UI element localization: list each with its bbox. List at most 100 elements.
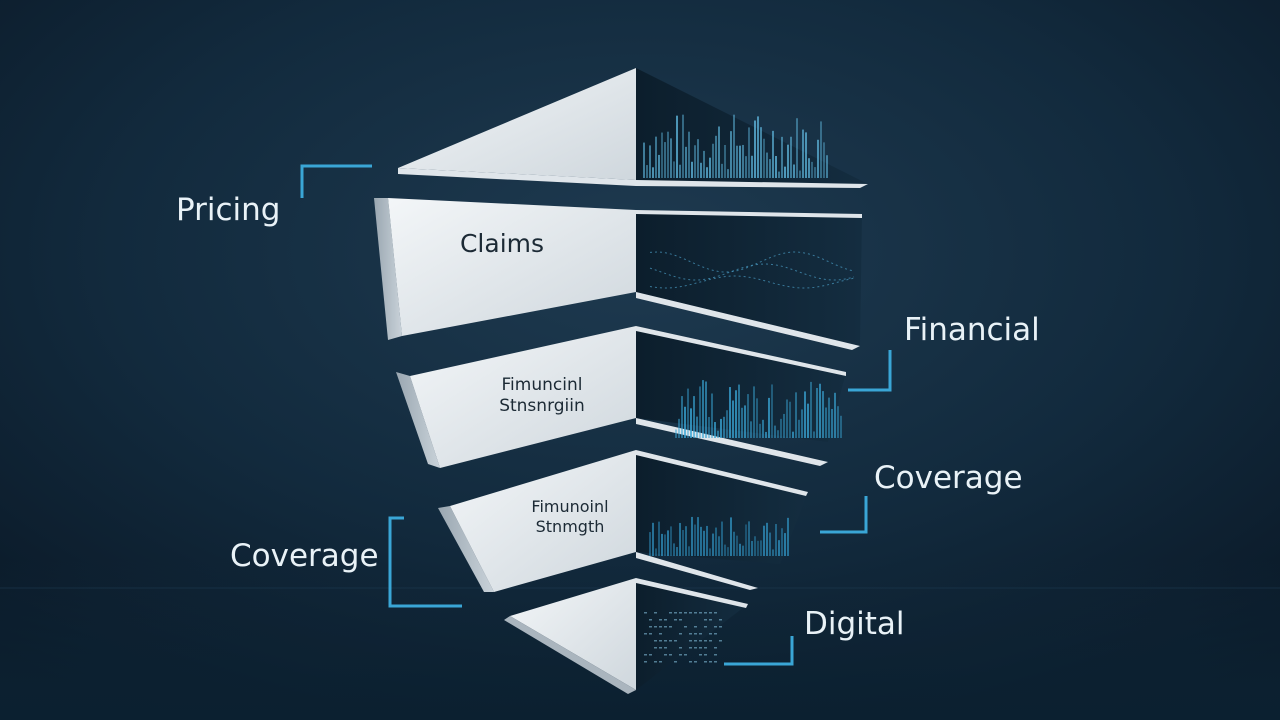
segment-claims-label: Claims: [460, 229, 544, 258]
segment-claims-wave: [649, 251, 855, 289]
texture-dot: [644, 654, 647, 656]
segment-strength-2-side: [438, 506, 494, 592]
texture-dot: [719, 626, 722, 628]
texture-dot: [654, 640, 657, 642]
texture-dot: [649, 626, 652, 628]
coverage-right-label: Coverage: [874, 460, 1023, 496]
texture-dot: [699, 640, 702, 642]
texture-dot: [714, 661, 717, 663]
texture-dot: [699, 647, 702, 649]
texture-dot: [649, 654, 652, 656]
financial-label: Financial: [904, 312, 1040, 348]
texture-dot: [694, 647, 697, 649]
texture-dot: [719, 619, 722, 621]
segment-strength-2-light-face: [450, 450, 636, 592]
texture-dot: [704, 626, 707, 628]
texture-dot: [709, 661, 712, 663]
segment-strength-2-bottom-edge: [636, 552, 758, 590]
texture-dot: [679, 612, 682, 614]
texture-dot: [679, 654, 682, 656]
texture-dot: [714, 633, 717, 635]
texture-dot: [674, 619, 677, 621]
pricing-callout-bracket: [300, 164, 372, 198]
coverage-left-label: Coverage: [230, 538, 379, 574]
segment-claims-side: [374, 198, 402, 340]
segment-strength-1-label-line-2: Stnsnrgiin: [499, 396, 585, 416]
segment-strength-2-dark-face: [636, 450, 808, 564]
texture-dot: [704, 654, 707, 656]
shield-segment-strength-1: Fimuncinl Stnsnrgiin: [396, 326, 846, 468]
coverage-left-callout-bracket: [388, 516, 462, 608]
texture-dot: [709, 640, 712, 642]
texture-dot: [714, 626, 717, 628]
texture-dot: [659, 626, 662, 628]
texture-dot: [669, 654, 672, 656]
segment-strength-2-label-line-1: Fimunoinl: [531, 497, 608, 516]
texture-dot: [704, 619, 707, 621]
texture-dot: [659, 640, 662, 642]
shield-segment-top: [398, 68, 868, 188]
texture-dot: [689, 640, 692, 642]
segment-tip-edge: [504, 616, 636, 694]
coverage-right-callout-bracket: [820, 496, 868, 534]
segment-strength-1-bottom-edge: [636, 418, 828, 466]
texture-dot: [694, 661, 697, 663]
texture-dot: [654, 661, 657, 663]
texture-dot: [699, 612, 702, 614]
shield-segment-claims: Claims: [374, 198, 862, 350]
shield-segment-strength-2: Fimunoinl Stnmgth: [438, 450, 808, 592]
texture-dot: [709, 633, 712, 635]
segment-strength-1-side: [396, 372, 440, 468]
segment-claims-light-face: [388, 198, 636, 336]
texture-dot: [644, 661, 647, 663]
shield-segment-tip: [504, 578, 748, 694]
texture-dot: [674, 640, 677, 642]
texture-dot: [664, 654, 667, 656]
digital-label: Digital: [804, 606, 905, 642]
texture-dot: [714, 654, 717, 656]
texture-dot: [664, 640, 667, 642]
texture-dot: [719, 640, 722, 642]
texture-dot: [709, 612, 712, 614]
texture-dot: [659, 661, 662, 663]
segment-strength-1-light-face: [410, 326, 636, 468]
segment-tip-top-edge: [636, 578, 748, 608]
texture-dot: [679, 619, 682, 621]
segment-top-chart: [643, 114, 828, 178]
texture-dot: [664, 647, 667, 649]
texture-dot: [699, 633, 702, 635]
texture-wave: [649, 263, 855, 281]
texture-dot: [714, 612, 717, 614]
texture-dot: [649, 633, 652, 635]
texture-dot: [679, 647, 682, 649]
texture-dot: [659, 619, 662, 621]
texture-dot: [704, 661, 707, 663]
segment-claims-top-edge: [636, 210, 862, 218]
segment-top-dark-face: [636, 68, 868, 184]
segment-strength-2-top-edge: [636, 450, 808, 496]
texture-dot: [664, 619, 667, 621]
segment-strength-2-chart: [649, 516, 789, 556]
texture-dot: [694, 633, 697, 635]
segment-tip-light-face: [510, 578, 636, 690]
digital-callout-bracket: [724, 636, 794, 666]
texture-dot: [689, 647, 692, 649]
texture-dot: [654, 612, 657, 614]
texture-dot: [704, 640, 707, 642]
texture-dot: [709, 619, 712, 621]
texture-dot: [674, 661, 677, 663]
texture-dot: [674, 612, 677, 614]
financial-callout-bracket: [848, 350, 892, 392]
segment-strength-1-chart: [675, 380, 842, 438]
texture-dot: [654, 647, 657, 649]
texture-dot: [684, 654, 687, 656]
texture-dot: [669, 640, 672, 642]
segment-top-light-face: [398, 68, 636, 180]
texture-dot: [714, 647, 717, 649]
texture-dot: [684, 626, 687, 628]
texture-dot: [644, 633, 647, 635]
texture-dot: [644, 612, 647, 614]
texture-dot: [649, 619, 652, 621]
texture-dot: [689, 612, 692, 614]
